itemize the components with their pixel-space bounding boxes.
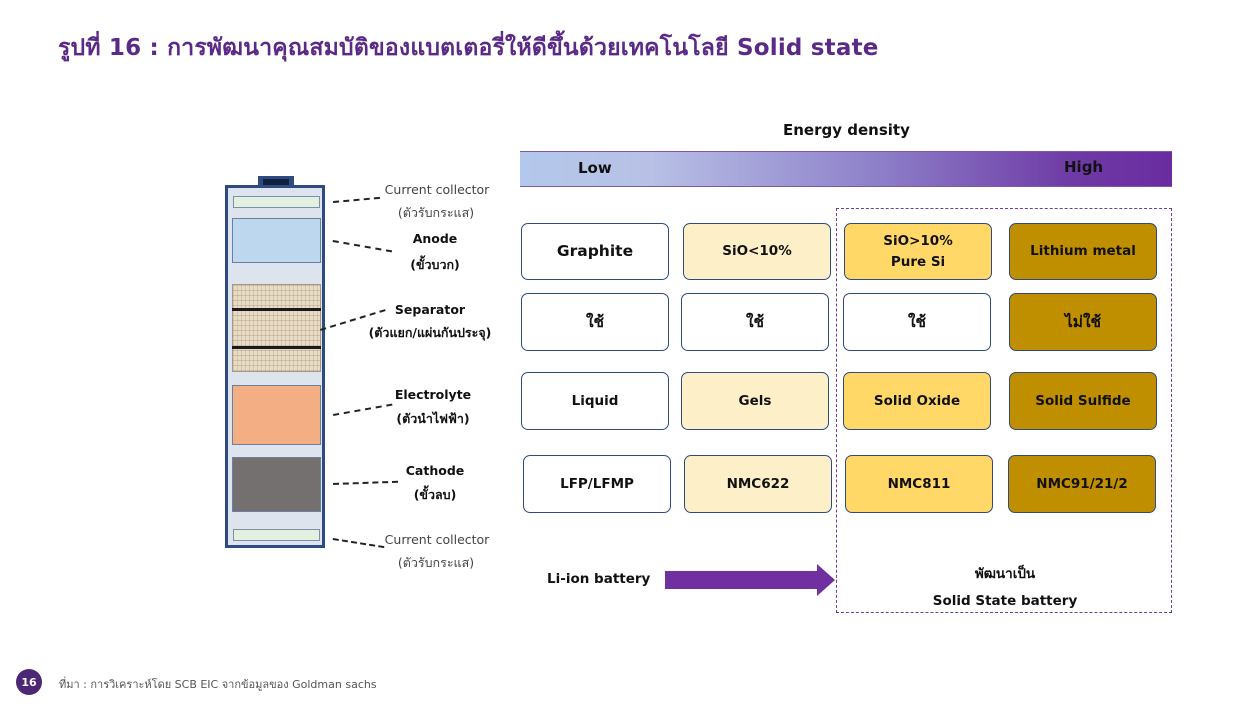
energy-density-gradient-bar [520, 151, 1172, 187]
separator-col4-text: ไม่ใช้ [1064, 312, 1102, 331]
cathode-nmc811-text: NMC811 [887, 475, 951, 492]
anode-lithium-metal-box: Lithium metal [1009, 223, 1157, 280]
electrolyte-layer [232, 385, 321, 445]
energy-density-low: Low [578, 159, 612, 177]
solid-state-frame [836, 208, 1172, 613]
anode-graphite-text: Graphite [556, 242, 634, 260]
separator-col1-text: ใช้ [585, 312, 605, 331]
separator-col2-box: ใช้ [681, 293, 829, 351]
leader-line-cathode [333, 480, 399, 485]
anode-sio-high-box: SiO>10% Pure Si [844, 223, 992, 280]
leader-line-cc-top [333, 196, 380, 203]
leader-line-cc-bottom [332, 538, 385, 549]
label-electrolyte-th: (ตัวนำไฟฟ้า) [396, 411, 470, 426]
separator-line-2 [232, 346, 321, 349]
label-current-collector-bottom-th: (ตัวรับกระแส) [397, 555, 475, 570]
separator-col4-box: ไม่ใช้ [1009, 293, 1157, 351]
separator-col3-text: ใช้ [907, 312, 927, 331]
cathode-nmc91-text: NMC91/21/2 [1036, 475, 1128, 492]
anode-graphite-box: Graphite [521, 223, 669, 280]
development-arrow-head [817, 564, 835, 596]
cathode-nmc622-box: NMC622 [684, 455, 832, 513]
development-arrow-shaft [665, 571, 818, 589]
electrolyte-solid-sulfide-box: Solid Sulfide [1009, 372, 1157, 430]
label-current-collector-top: Current collector [384, 182, 490, 197]
label-anode: Anode [412, 231, 458, 246]
page-title: รูปที่ 16 : การพัฒนาคุณสมบัติของแบตเตอรี… [58, 35, 879, 61]
label-separator: Separator [394, 302, 466, 317]
current-collector-top-layer [233, 196, 320, 208]
label-current-collector-top-th: (ตัวรับกระแส) [397, 205, 475, 220]
cathode-lfp-text: LFP/LFMP [560, 475, 634, 492]
anode-sio-low-text: SiO<10% [722, 243, 792, 259]
label-current-collector-bottom: Current collector [384, 532, 490, 547]
electrolyte-liquid-box: Liquid [521, 372, 669, 430]
anode-layer [232, 218, 321, 263]
leader-line-electrolyte [333, 403, 393, 416]
label-cathode-th: (ขั้วลบ) [413, 487, 457, 502]
anode-sio-high-text: SiO>10% [883, 232, 953, 249]
electrolyte-solid-sulfide-text: Solid Sulfide [1035, 392, 1131, 409]
energy-density-title: Energy density [783, 121, 910, 139]
energy-density-high: High [1064, 158, 1104, 176]
label-electrolyte: Electrolyte [394, 387, 472, 402]
cathode-lfp-box: LFP/LFMP [523, 455, 671, 513]
current-collector-bottom-layer [233, 529, 320, 541]
battery-terminal-cap [263, 179, 289, 185]
label-cathode: Cathode [405, 463, 465, 478]
solid-state-development-label: พัฒนาเป็น Solid State battery [933, 561, 1078, 615]
cathode-nmc91-box: NMC91/21/2 [1008, 455, 1156, 513]
electrolyte-gels-text: Gels [738, 392, 772, 409]
separator-line-1 [232, 308, 321, 311]
cathode-nmc811-box: NMC811 [845, 455, 993, 513]
source-note: ที่มา : การวิเคราะห์โดย SCB EIC จากข้อมู… [59, 678, 377, 691]
separator-layer [232, 284, 321, 372]
develop-line-2: Solid State battery [932, 593, 1078, 609]
electrolyte-solid-oxide-text: Solid Oxide [873, 392, 961, 409]
page-number-badge: 16 [16, 669, 42, 695]
develop-line-1: พัฒนาเป็น [974, 566, 1036, 582]
separator-col2-text: ใช้ [745, 312, 765, 331]
separator-col3-box: ใช้ [843, 293, 991, 351]
label-separator-th: (ตัวแยก/แผ่นกันประจุ) [368, 325, 492, 340]
separator-col1-box: ใช้ [521, 293, 669, 351]
cathode-nmc622-text: NMC622 [726, 475, 790, 492]
electrolyte-liquid-text: Liquid [571, 392, 619, 409]
label-anode-th: (ขั้วบวก) [410, 257, 460, 272]
anode-lithium-metal-text: Lithium metal [1030, 243, 1136, 259]
anode-sio-low-box: SiO<10% [683, 223, 831, 280]
electrolyte-gels-box: Gels [681, 372, 829, 430]
electrolyte-solid-oxide-box: Solid Oxide [843, 372, 991, 430]
cathode-layer [232, 457, 321, 512]
anode-pure-si-text: Pure Si [890, 253, 946, 270]
liion-battery-label: Li-ion battery [547, 571, 651, 587]
leader-line-anode [332, 240, 393, 253]
